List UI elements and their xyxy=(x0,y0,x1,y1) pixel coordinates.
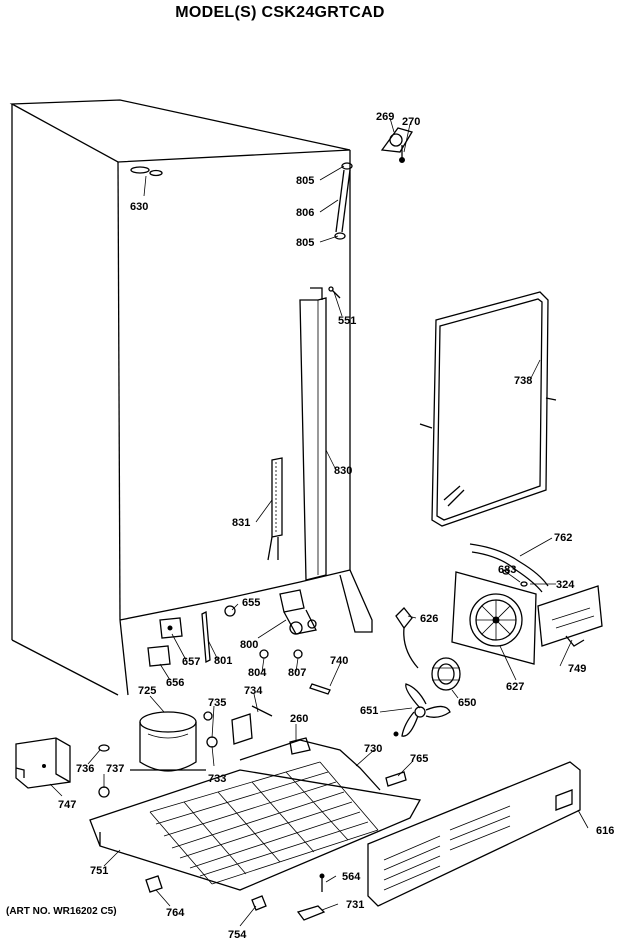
label-260: 260 xyxy=(290,713,308,725)
model-title: MODEL(S) CSK24GRTCAD xyxy=(175,4,385,21)
fittings-804-807 xyxy=(259,649,303,659)
water-valve-800 xyxy=(224,589,317,635)
label-734: 734 xyxy=(244,685,263,697)
label-324: 324 xyxy=(556,579,575,591)
fan-motor-650 xyxy=(431,657,461,691)
label-656: 656 xyxy=(166,677,184,689)
part-765 xyxy=(385,771,407,787)
label-806: 806 xyxy=(296,207,314,219)
label-804: 804 xyxy=(248,667,267,679)
tube-805-806 xyxy=(334,162,353,240)
fan-shroud-627 xyxy=(451,571,537,665)
control-board-749 xyxy=(537,585,603,647)
label-800: 800 xyxy=(240,639,258,651)
gasket-strip-762 xyxy=(469,543,549,593)
label-805-bottom: 805 xyxy=(296,237,314,249)
label-762: 762 xyxy=(554,532,572,544)
label-765: 765 xyxy=(410,753,428,765)
damper-control-269-270 xyxy=(380,127,413,163)
label-830: 830 xyxy=(334,465,352,477)
label-630: 630 xyxy=(130,201,148,213)
label-657: 657 xyxy=(182,656,200,668)
label-740: 740 xyxy=(330,655,348,667)
label-754: 754 xyxy=(228,929,247,941)
label-736: 736 xyxy=(76,763,94,775)
compressor-725 xyxy=(130,711,213,772)
label-270: 270 xyxy=(402,116,420,128)
label-751: 751 xyxy=(90,865,108,877)
label-655: 655 xyxy=(242,597,260,609)
leader-lines xyxy=(49,117,589,927)
label-650: 650 xyxy=(458,697,476,709)
label-733: 733 xyxy=(208,773,226,785)
label-683: 683 xyxy=(498,564,516,576)
label-764: 764 xyxy=(166,907,185,919)
label-749: 749 xyxy=(568,663,586,675)
bracket-747 xyxy=(15,737,71,789)
label-805-top: 805 xyxy=(296,175,314,187)
label-731: 731 xyxy=(346,899,364,911)
label-564: 564 xyxy=(342,871,361,883)
label-725: 725 xyxy=(138,685,156,697)
label-735: 735 xyxy=(208,697,226,709)
art-number-footer: (ART NO. WR16202 C5) xyxy=(6,906,117,917)
clip-740 xyxy=(309,683,331,695)
label-616: 616 xyxy=(596,825,614,837)
screw-551 xyxy=(328,286,341,299)
cabinet-drawing xyxy=(9,99,373,696)
label-627: 627 xyxy=(506,681,524,693)
tube-801 xyxy=(201,610,211,664)
clip-731 xyxy=(296,905,326,921)
label-730: 730 xyxy=(364,743,382,755)
label-747: 747 xyxy=(58,799,76,811)
label-651: 651 xyxy=(360,705,378,717)
spring-754 xyxy=(251,895,267,911)
bracket-656 xyxy=(147,645,171,667)
bracket-657 xyxy=(159,617,183,639)
clip-764 xyxy=(145,875,163,893)
gasket-738 xyxy=(419,291,557,527)
label-738: 738 xyxy=(514,375,532,387)
label-269: 269 xyxy=(376,111,394,123)
condenser-730 xyxy=(239,737,381,791)
label-626: 626 xyxy=(420,613,438,625)
label-801: 801 xyxy=(214,655,232,667)
label-807: 807 xyxy=(288,667,306,679)
base-pan-751 xyxy=(89,769,422,891)
label-831: 831 xyxy=(232,517,250,529)
part-number-labels: 269 270 630 805 806 805 551 738 830 831 … xyxy=(58,111,614,941)
sensor-626 xyxy=(395,607,419,669)
fan-blade-651 xyxy=(393,683,451,737)
label-551: 551 xyxy=(338,315,356,327)
condenser-coil xyxy=(149,761,379,885)
relay-734 xyxy=(206,705,273,748)
label-737: 737 xyxy=(106,763,124,775)
screw-564 xyxy=(319,873,325,892)
rear-access-panel-616 xyxy=(367,761,581,907)
